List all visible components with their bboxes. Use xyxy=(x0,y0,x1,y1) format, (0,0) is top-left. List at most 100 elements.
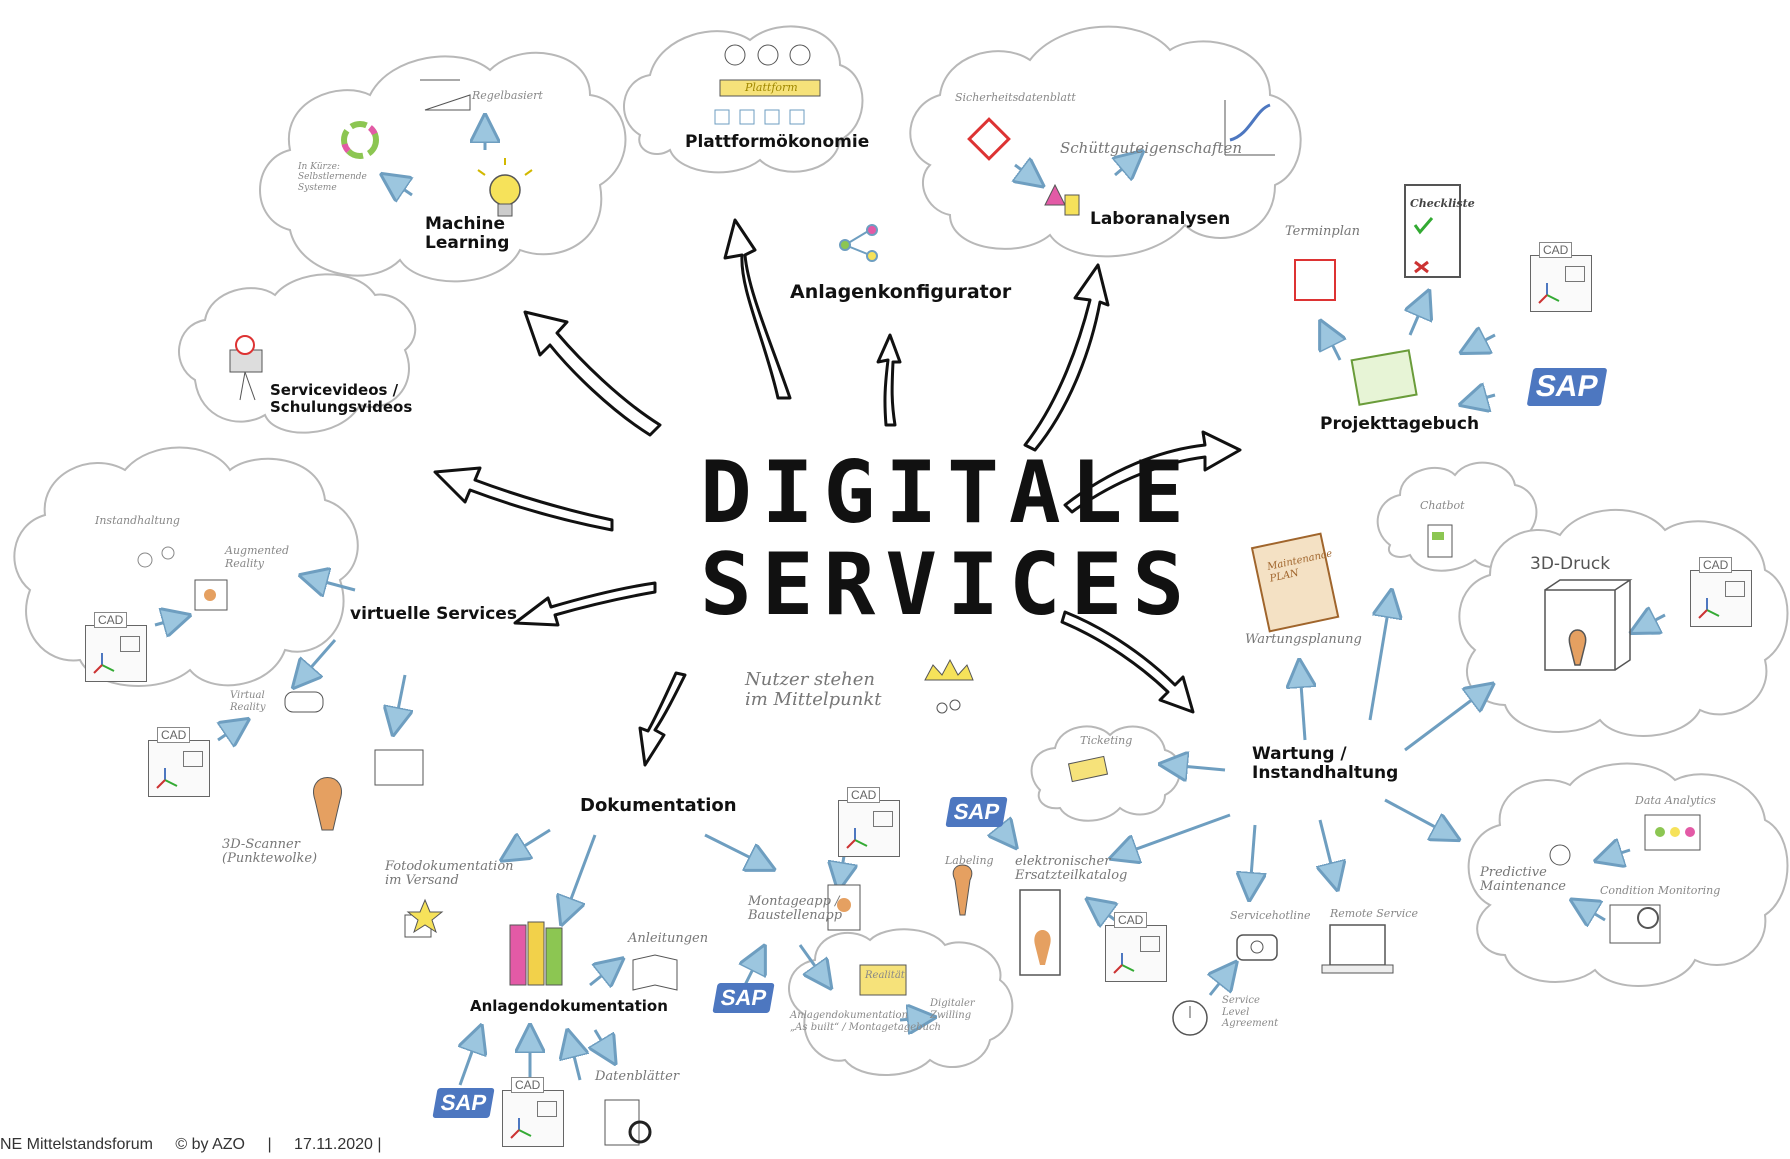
arrow-sap-pt xyxy=(1470,395,1496,402)
label-as-built: Anlagendokumentation „As built“ / Montag… xyxy=(790,1010,941,1033)
vr-goggles-icon xyxy=(284,691,324,713)
label-schuettgut: Schüttguteigenschaften xyxy=(1060,139,1242,157)
arrow-to-plattform xyxy=(723,218,792,400)
arrow-vs-ar xyxy=(310,578,356,590)
label-instandhaltung: Instandhaltung xyxy=(95,514,180,527)
label-regelbasiert: Regelbasiert xyxy=(472,89,543,102)
label-chatbot: Chatbot xyxy=(1420,499,1465,512)
cad-label: CAD xyxy=(157,727,191,743)
arrow-wartung-chatbot xyxy=(1368,600,1390,721)
label-remote-service: Remote Service xyxy=(1330,907,1418,920)
camera-icon xyxy=(229,335,263,401)
lab-flask-icon xyxy=(1044,183,1080,216)
arrow-to-virtuelle-services xyxy=(513,581,657,627)
cloud-laboranalysen xyxy=(909,25,1302,258)
arrow-to-servicevideos xyxy=(433,466,614,532)
arrow-to-anlagenkonfigurator xyxy=(876,333,902,427)
axes-icon xyxy=(1538,283,1560,304)
axes-icon xyxy=(93,653,115,674)
montage-pot-icon xyxy=(827,884,861,931)
cube-icon xyxy=(1725,581,1745,597)
sap-logo: SAP xyxy=(945,797,1008,827)
clock-sla-icon xyxy=(1172,1000,1208,1036)
label-condition: Condition Monitoring xyxy=(1600,884,1721,897)
arrow-cad-anlagen2 xyxy=(570,1040,580,1081)
cube-icon xyxy=(873,811,893,827)
cad-box: CAD xyxy=(502,1077,564,1147)
arrow-sap-montage xyxy=(745,955,760,986)
crown-users-icon xyxy=(924,658,974,714)
arrow-asbuilt-zwilling xyxy=(899,1018,925,1020)
arrow-cad-pt xyxy=(1470,335,1496,348)
triangle-rule-icon xyxy=(420,79,471,111)
cloud-chatbot xyxy=(1376,461,1538,572)
arrow-cad-ersatz xyxy=(1095,905,1115,920)
instructions-book-icon xyxy=(632,954,678,991)
arrow-wartung-3d-druck xyxy=(1404,690,1485,752)
arrow-to-wartung xyxy=(1060,610,1195,714)
ticket-icon xyxy=(1067,755,1109,783)
label-in-kuerze: In Kürze: Selbstlernende Systeme xyxy=(298,162,367,193)
footer-org: NE Mittelstandsforum xyxy=(0,1136,153,1153)
cycle-icon xyxy=(341,121,379,159)
cad-box: CAD xyxy=(1105,912,1167,982)
axes-icon xyxy=(1698,598,1720,619)
arrow-wartung-ersatzteil xyxy=(1120,813,1231,855)
center-note: Nutzer stehen im Mittelpunkt xyxy=(745,670,881,710)
arrow-pt-terminplan xyxy=(1325,330,1340,361)
configurator-tree-icon xyxy=(839,224,878,262)
graph-chart-icon xyxy=(1224,100,1275,156)
chatbot-phone-icon xyxy=(1427,524,1453,558)
cloud-servicevideos xyxy=(178,273,417,434)
arrow-cad-ar xyxy=(154,618,180,625)
main-title: DIGITALE SERVICES xyxy=(700,450,1194,628)
label-datenblaetter: Datenblätter xyxy=(595,1069,680,1084)
label-labeling: Labeling xyxy=(945,854,994,867)
cloud-predictive xyxy=(1467,762,1789,987)
cube-icon xyxy=(1140,936,1160,952)
axes-icon xyxy=(156,768,178,789)
arrow-doku-anlagen xyxy=(565,834,597,915)
condition-monitor-icon xyxy=(1609,904,1661,944)
arrow-to-machine-learning xyxy=(523,310,662,437)
arrow-wartung-remote xyxy=(1320,819,1335,880)
label-virtuelle-services: virtuelle Services xyxy=(350,604,517,624)
cube-icon xyxy=(183,751,203,767)
datasheet-magnifier-icon xyxy=(604,1099,652,1146)
label-ticketing: Ticketing xyxy=(1080,734,1133,747)
label-realitaet: Realität xyxy=(865,970,905,981)
cube-icon xyxy=(120,636,140,652)
cad-box: CAD xyxy=(1530,242,1592,312)
cloud-machine-learning xyxy=(259,51,627,283)
arrow-sla-hotline xyxy=(1210,970,1230,996)
label-wartung: Wartung / Instandhaltung xyxy=(1252,744,1399,783)
label-plattformoekonomie: Plattformökonomie xyxy=(685,132,870,152)
arrow-pt-checkliste xyxy=(1410,300,1425,336)
center-note-line2: im Mittelpunkt xyxy=(745,688,882,710)
realitaet-plan-icon xyxy=(859,964,907,996)
cad-box: CAD xyxy=(148,727,210,797)
hazard-icon xyxy=(967,117,1011,161)
alarm-icon xyxy=(1549,844,1571,866)
data-analytics-screen-icon xyxy=(1644,814,1701,851)
center-note-line1: Nutzer stehen xyxy=(745,669,875,690)
arrow-to-laboranalysen xyxy=(1023,263,1110,452)
label-anlagendokumentation: Anlagendokumentation xyxy=(470,997,668,1015)
cad-box: CAD xyxy=(1690,557,1752,627)
labeling-pot-icon xyxy=(952,864,973,916)
sap-logo: SAP xyxy=(1526,368,1608,406)
label-checkliste: Checkliste xyxy=(1410,197,1475,210)
axes-icon xyxy=(510,1118,532,1139)
arrow-vs-scanner xyxy=(395,674,405,725)
footer-copyright: © by AZO xyxy=(175,1136,245,1153)
cloud-as-built xyxy=(788,928,1014,1076)
arrow-3d-cad xyxy=(1640,615,1666,628)
footer-date: 17.11.2020 | xyxy=(294,1136,382,1153)
label-anleitungen: Anleitungen xyxy=(628,931,709,946)
arrow-doku-foto xyxy=(510,828,551,855)
arrow-montage-asbuilt xyxy=(798,944,825,980)
label-montageapp: Montageapp / Baustellenapp xyxy=(748,894,843,924)
label-servicevideos: Servicevideos / Schulungsvideos xyxy=(270,381,413,416)
cad-label: CAD xyxy=(1114,912,1148,928)
folders-icon xyxy=(509,921,563,986)
